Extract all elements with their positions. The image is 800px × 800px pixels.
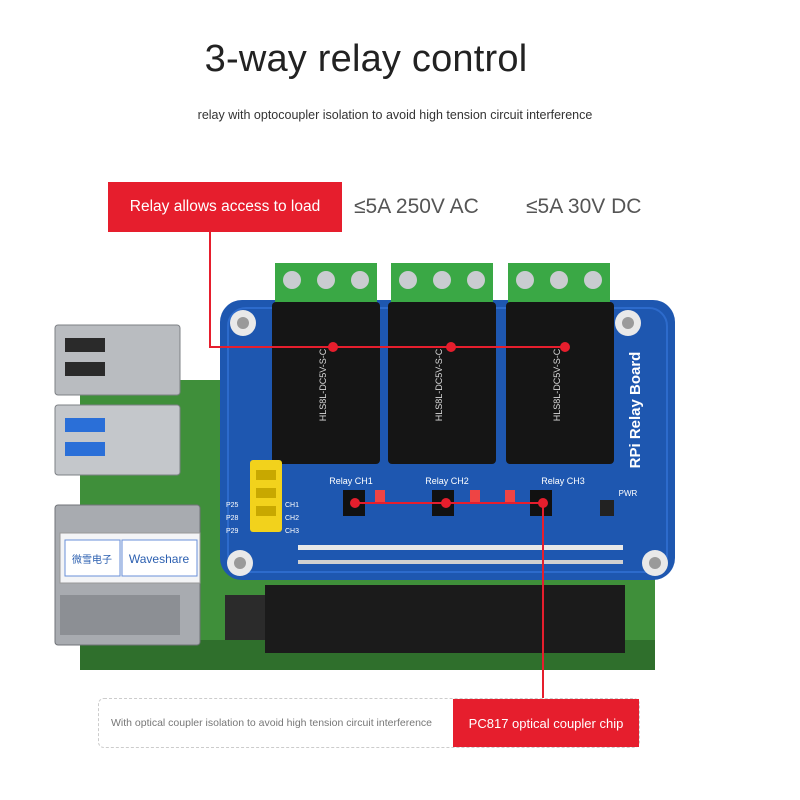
- pin-label-p29: P29: [226, 528, 239, 535]
- relay-1: HLS8L-DC5V-S-C: [272, 302, 380, 464]
- svg-text:HLS8L-DC5V-S-C: HLS8L-DC5V-S-C: [552, 348, 562, 421]
- pin-label-p28: P28: [226, 515, 239, 522]
- callout-leader-lines: [209, 220, 570, 698]
- jumper-label-ch2: CH2: [285, 515, 299, 522]
- power-led: [600, 500, 614, 516]
- led-2: [470, 490, 480, 504]
- led-3: [505, 490, 515, 504]
- jumper-label-ch1: CH1: [285, 502, 299, 509]
- optocoupler-description: With optical coupler isolation to avoid …: [111, 717, 433, 729]
- gpio-header: [265, 585, 625, 653]
- usb-port-top: [54, 324, 181, 396]
- screw-terminal-3: [508, 263, 610, 305]
- led-1: [375, 490, 385, 504]
- page-title: 3-way relay control: [204, 38, 528, 80]
- screw-terminal-2: [391, 263, 493, 305]
- pin-label-p25: P25: [226, 502, 239, 509]
- relay-load-label: Relay allows access to load: [108, 182, 342, 232]
- optocoupler-callout: With optical coupler isolation to avoid …: [98, 698, 640, 748]
- dc-spec: ≤5A 30V DC: [526, 195, 642, 218]
- svg-text:HLS8L-DC5V-S-C: HLS8L-DC5V-S-C: [318, 348, 328, 421]
- pwr-label: PWR: [619, 489, 638, 498]
- channel-label-3: Relay CH3: [541, 476, 585, 486]
- header-pin-row: [298, 545, 623, 564]
- brand-label: Waveshare: [129, 552, 190, 566]
- svg-text:HLS8L-DC5V-S-C: HLS8L-DC5V-S-C: [434, 348, 444, 421]
- ac-spec: ≤5A 250V AC: [354, 195, 479, 218]
- usb3-port: [54, 404, 181, 476]
- relay-load-callout: Relay allows access to load ≤5A 250V AC …: [108, 182, 660, 232]
- optocoupler-label: PC817 optical coupler chip: [453, 699, 639, 747]
- channel-label-1: Relay CH1: [329, 476, 373, 486]
- jumper-label-ch3: CH3: [285, 528, 299, 535]
- board-name-label: RPi Relay Board: [627, 352, 644, 469]
- channel-label-2: Relay CH2: [425, 476, 469, 486]
- page-subtitle: relay with optocoupler isolation to avoi…: [197, 108, 593, 122]
- relay-2: HLS8L-DC5V-S-C: [388, 302, 496, 464]
- relay-3: HLS8L-DC5V-S-C: [506, 302, 614, 464]
- screw-terminal-1: [275, 263, 377, 305]
- brand-label-cn: 微雪电子: [72, 553, 112, 566]
